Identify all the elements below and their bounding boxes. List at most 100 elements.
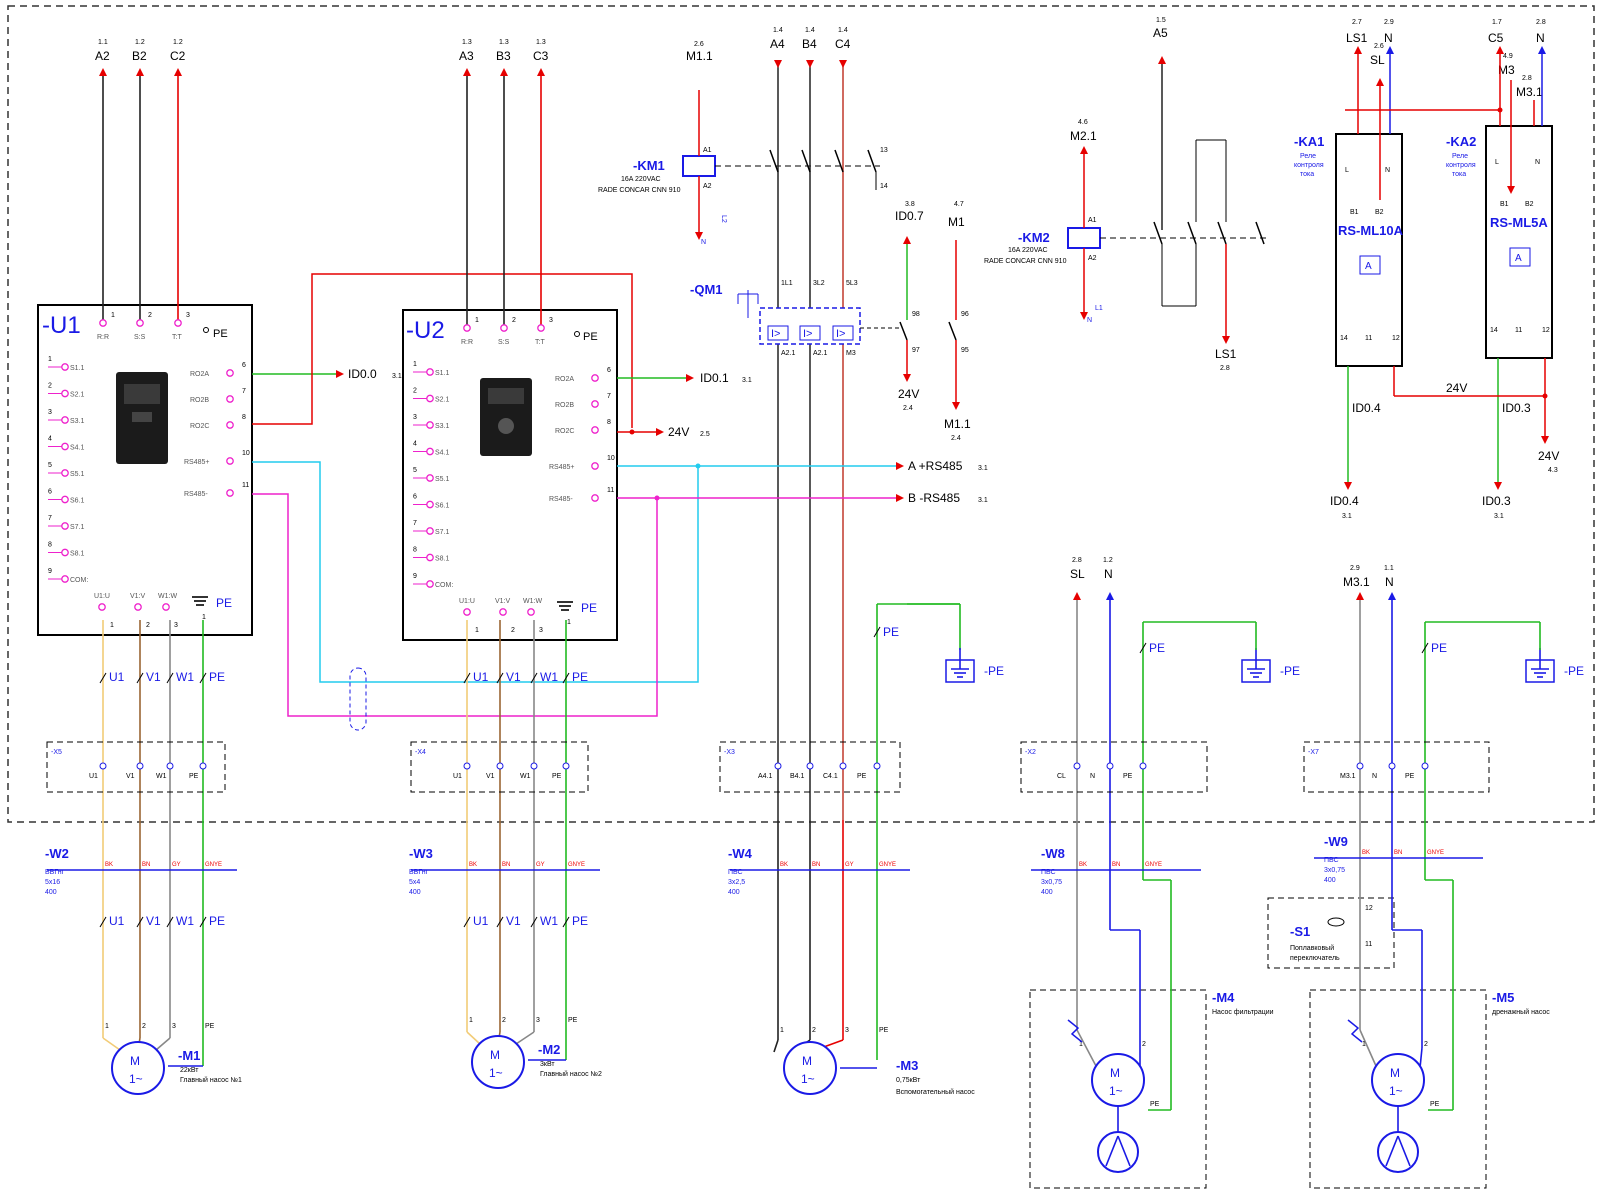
u2-relay-number: 6 (607, 367, 611, 374)
svg-text:12: 12 (1392, 335, 1400, 342)
wire-tick (99, 672, 107, 684)
ka2-tag: -KA2 (1446, 134, 1476, 149)
svg-text:2.9: 2.9 (1384, 19, 1394, 26)
svg-text:A2: A2 (703, 183, 712, 190)
wire-tick (873, 626, 881, 638)
svg-text:4.7: 4.7 (954, 201, 964, 208)
svg-text:C5: C5 (1488, 31, 1504, 45)
m2-wire-mark: V1 (506, 914, 521, 928)
svg-text:11: 11 (1365, 941, 1372, 948)
m2-wire-mark: U1 (473, 670, 489, 684)
ground-tag: -PE (984, 664, 1004, 678)
svg-text:LS1: LS1 (1346, 31, 1368, 45)
svg-text:N: N (701, 239, 706, 246)
wire-tick (199, 916, 207, 928)
u2-di-label: S1.1 (435, 370, 450, 377)
m4-pump-icon (1105, 1135, 1119, 1167)
supply-arrow (806, 60, 814, 68)
svg-text:N: N (1385, 575, 1394, 589)
m4-terminal-tag: -X2 (1025, 749, 1036, 756)
relay-ka2: A RS-ML5A -KA2 Реле контроля тока L N B1… (1446, 125, 1553, 359)
u1-out-pin (162, 603, 170, 611)
generated-elements: 1.1A21.2B21.2C21.3A31.3B31.3C31.4A41.4B4… (45, 27, 1584, 1189)
m1-terminal-pin (99, 762, 107, 770)
m3-cable-core: BK (780, 862, 788, 868)
svg-text:SL: SL (1370, 53, 1385, 67)
relay-ka1: A RS-ML10A -KA1 Реле контроля тока L N B… (1294, 133, 1404, 367)
m1-wire-mark: W1 (176, 670, 194, 684)
svg-text:тока: тока (1300, 171, 1314, 178)
u2-pe-number: 1 (567, 619, 571, 626)
m1-terminal-label: U1 (89, 773, 98, 780)
u1-di-number: 1 (48, 356, 52, 363)
u1-relay-pin (226, 421, 234, 429)
m1-motor-power: 22кВт (180, 1067, 199, 1074)
m3-supply-net: A4 (770, 37, 785, 51)
m5-cable-type: ПВС (1324, 857, 1339, 864)
m1-wire-mark: PE (209, 914, 225, 928)
u1-di-pin (61, 469, 69, 477)
u1-pe-label: PE (216, 596, 232, 610)
u1-supply-ref: 1.2 (135, 39, 145, 46)
m1-motor-phase: 1~ (129, 1072, 143, 1086)
m1-cable-core: GNYE (205, 862, 222, 868)
m1-motor-pe: PE (205, 1023, 215, 1030)
ka-nets: 2.7 LS1 2.9 N 2.6 SL 1.7 C5 4.9 M3 2.8 N… (1330, 19, 1559, 520)
m5-cable-core: BK (1362, 850, 1370, 856)
svg-text:97: 97 (912, 347, 920, 354)
supply-arrow (839, 60, 847, 68)
m5-cable-volt: 400 (1324, 877, 1336, 884)
m1-terminal-tag: -X5 (51, 749, 62, 756)
m5-motor-lead (1419, 1047, 1423, 1069)
m2-terminal-block (410, 741, 589, 793)
m3-terminal-pin (873, 762, 881, 770)
u2-di-label: S8.1 (435, 556, 450, 563)
u2-di-pin (426, 474, 434, 482)
contactor-km2: -KM2 16A 220VAC RADE CONCAR CNN 910 4.6 … (984, 17, 1270, 372)
m4-terminal-label: N (1090, 773, 1095, 780)
motor-feeds: 2.8 SL 1.2 N 2.9 M3.1 1.1 N (1070, 557, 1394, 589)
svg-text:B1: B1 (1350, 209, 1359, 216)
svg-text:N: N (1087, 317, 1092, 324)
m5-motor-pin: 1 (1362, 1041, 1366, 1048)
svg-text:1.5: 1.5 (1156, 17, 1166, 24)
svg-text:2.8: 2.8 (1220, 365, 1230, 372)
svg-text:16A 220VAC: 16A 220VAC (621, 176, 661, 183)
u2-di-number: 1 (413, 361, 417, 368)
m4-motor-pin: 1 (1079, 1041, 1083, 1048)
u1-supply-ref: 1.1 (98, 39, 108, 46)
m3-supply-net: B4 (802, 37, 817, 51)
vfd-u2: -U2 PE (402, 309, 618, 641)
u2-di-pin (426, 421, 434, 429)
svg-text:N: N (1384, 31, 1393, 45)
svg-text:11: 11 (1365, 335, 1372, 342)
u2-di-number: 3 (413, 414, 417, 421)
u1-relay-number: 6 (242, 362, 246, 369)
id07-label: ID0.7 (895, 209, 924, 223)
svg-text:12: 12 (1365, 905, 1373, 912)
u2-relay-label: RO2B (555, 402, 574, 409)
m3-cable-core: GY (845, 862, 854, 868)
m2-motor-power: 3кВт (540, 1061, 555, 1068)
vfd-u2-pe: PE (583, 331, 598, 343)
u2-supply-net: A3 (459, 49, 474, 63)
m3-motor-pin: 1 (780, 1027, 784, 1034)
u2-input-label: T:T (535, 339, 545, 346)
m3-terminal-label: C4.1 (823, 773, 838, 780)
wire-tick (1139, 642, 1147, 654)
m2-motor-lead (466, 1031, 481, 1045)
m5-terminal-label: PE (1405, 773, 1415, 780)
u2-di-pin (426, 527, 434, 535)
m3-cable-type: ПВС (728, 869, 743, 876)
svg-text:I>: I> (803, 328, 812, 340)
ka1-tag: -KA1 (1294, 134, 1324, 149)
m3-terminal-label: PE (857, 773, 867, 780)
m2-motor-pin: 3 (536, 1017, 540, 1024)
m1-motor-pin: 2 (142, 1023, 146, 1030)
svg-text:4.6: 4.6 (1078, 119, 1088, 126)
u2-relay-number: 8 (607, 419, 611, 426)
m5-motor-desc: дренажный насос (1492, 1008, 1550, 1016)
u2-di-label: S7.1 (435, 529, 450, 536)
m4-cable-tag: -W8 (1041, 846, 1065, 861)
